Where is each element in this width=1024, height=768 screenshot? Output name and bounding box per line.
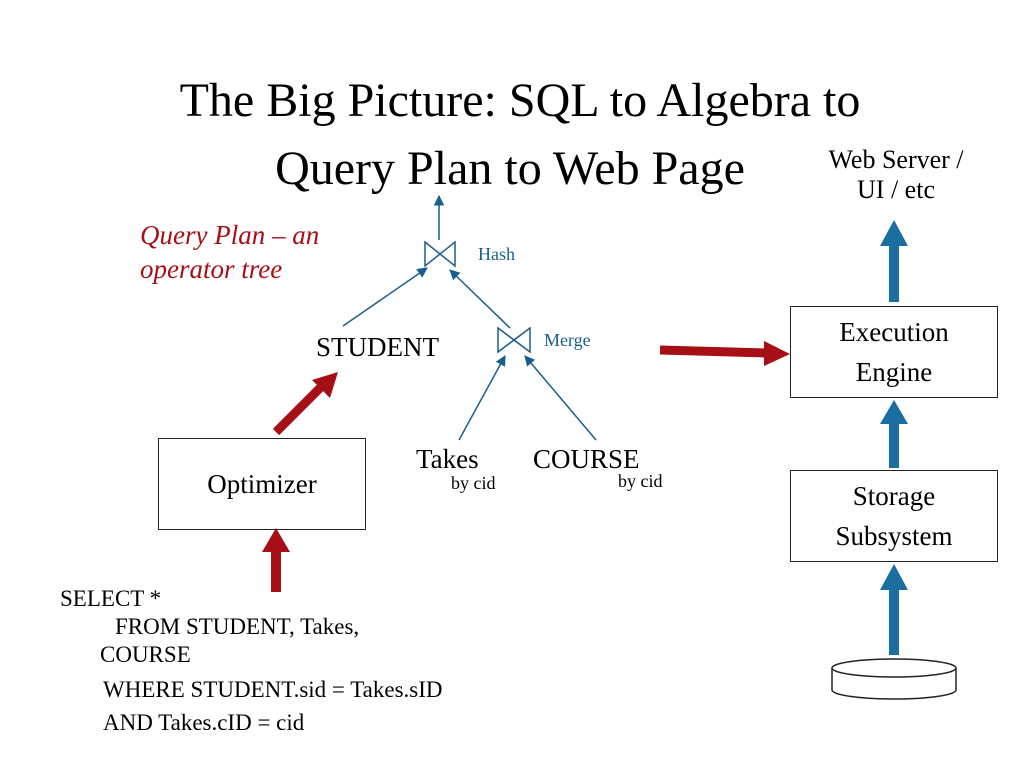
sql-line-select: SELECT * [60, 586, 162, 611]
plan-to-engine-arrow-shaft [659, 345, 767, 358]
sql-line-from-cont: COURSE [100, 642, 191, 667]
student-node: STUDENT [316, 332, 439, 362]
optimizer-to-plan-arrow-head [312, 372, 338, 398]
web-server-label-line1: Web Server / [828, 145, 964, 174]
red-arrows [262, 341, 790, 592]
storage-subsystem-label-line2: Subsystem [835, 521, 953, 551]
db-to-storage-arrow-shaft [889, 585, 899, 655]
storage-to-engine-arrow-shaft [889, 420, 899, 468]
sql-line-from: FROM STUDENT, Takes, [115, 614, 360, 639]
web-server-label-line2: UI / etc [857, 175, 935, 204]
execution-engine-label-line1: Execution [839, 317, 949, 347]
query-plan-caption: Query Plan – an operator tree [140, 218, 319, 286]
merge-join-label: Merge [544, 330, 591, 350]
course-node: COURSE [533, 444, 640, 474]
takes-to-merge-edge [458, 355, 506, 441]
query-plan-caption-line1: Query Plan – an [140, 220, 320, 250]
database-cylinder-icon [831, 658, 957, 700]
sql-to-optimizer-arrow-shaft [271, 548, 281, 592]
engine-to-web-arrow-head [880, 220, 908, 246]
engine-to-web-arrow-shaft [889, 242, 899, 302]
web-server-label: Web Server / UI / etc [806, 145, 986, 205]
tree-edges [342, 194, 597, 441]
execution-engine-box: Execution Engine [790, 306, 998, 398]
optimizer-to-plan-arrow-shaft [272, 378, 330, 436]
takes-node: Takes [416, 444, 479, 474]
sql-to-optimizer-arrow-head [262, 528, 290, 552]
blue-arrows [880, 220, 908, 655]
storage-subsystem-box: Storage Subsystem [790, 470, 998, 562]
storage-to-engine-arrow-head [880, 400, 908, 424]
plan-to-engine-arrow-head [764, 341, 790, 366]
course-sort-label: by cid [618, 471, 663, 491]
query-plan-caption-line2: operator tree [140, 254, 283, 284]
takes-sort-label: by cid [451, 473, 496, 493]
merge-to-hash-edge [449, 269, 511, 329]
sql-line-where: WHERE STUDENT.sid = Takes.sID [103, 677, 443, 702]
slide-title-line2: Query Plan to Web Page [275, 142, 745, 195]
execution-engine-label-line2: Engine [855, 357, 933, 387]
optimizer-label: Optimizer [207, 469, 317, 499]
student-to-hash-edge [342, 267, 428, 327]
hash-join-label: Hash [478, 244, 515, 264]
optimizer-box: Optimizer [158, 438, 366, 530]
bowtie-join-icon [424, 240, 456, 268]
db-to-storage-arrow-head [880, 564, 908, 590]
storage-subsystem-label-line1: Storage [852, 481, 936, 511]
course-to-merge-edge [524, 355, 597, 441]
bowtie-join-icon [497, 326, 531, 354]
slide-title-line1: The Big Picture: SQL to Algebra to [179, 74, 861, 127]
sql-line-and: AND Takes.cID = cid [103, 710, 305, 735]
